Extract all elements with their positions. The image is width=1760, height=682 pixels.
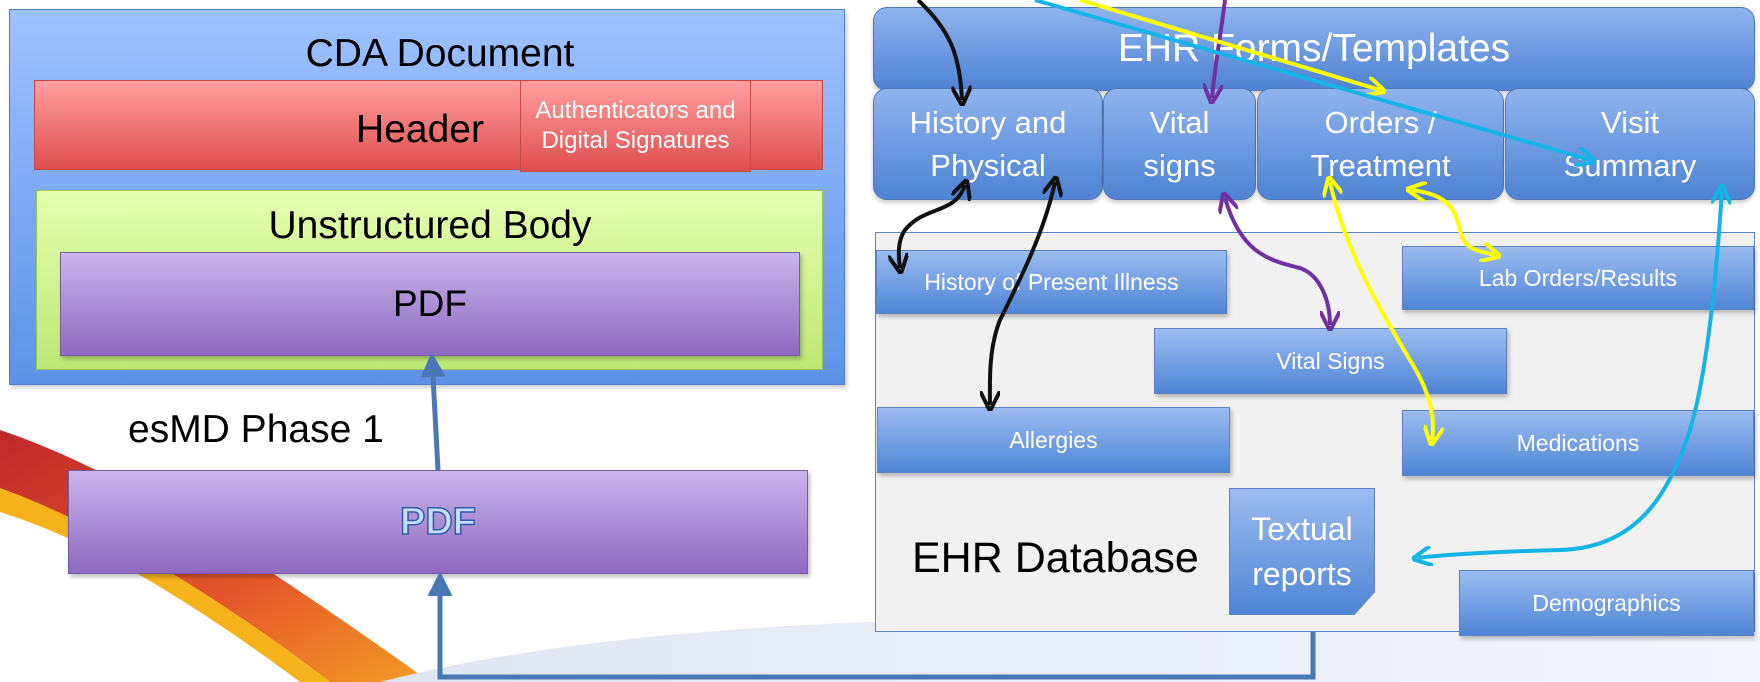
authenticators-box: Authenticators and Digital Signatures — [520, 80, 751, 172]
tab-vital-signs[interactable]: Vital signs — [1103, 88, 1256, 200]
phase-label: esMD Phase 1 — [128, 408, 384, 451]
record-medications[interactable]: Medications — [1402, 410, 1754, 476]
header-label: Header — [356, 108, 484, 151]
record-history-present-illness[interactable]: History of Present Illness — [876, 250, 1227, 314]
unstructured-body-label: Unstructured Body — [268, 204, 592, 247]
record-lab-orders[interactable]: Lab Orders/Results — [1402, 246, 1754, 310]
phase1-pdf-box: PDF — [68, 470, 808, 574]
record-demographics[interactable]: Demographics — [1459, 570, 1754, 636]
ehr-database-label: EHR Database — [912, 534, 1199, 582]
record-allergies[interactable]: Allergies — [877, 407, 1230, 473]
record-vital-signs[interactable]: Vital Signs — [1154, 328, 1507, 394]
tab-visit-summary[interactable]: Visit Summary — [1505, 88, 1755, 200]
record-textual-reports[interactable]: Textual reports — [1229, 488, 1375, 615]
ehr-forms-header: EHR Forms/Templates — [873, 7, 1755, 91]
cda-pdf-box: PDF — [60, 252, 800, 356]
tab-orders-treatment[interactable]: Orders / Treatment — [1257, 88, 1504, 200]
tab-history-physical[interactable]: History and Physical — [873, 88, 1103, 200]
cda-title: CDA Document — [305, 32, 575, 75]
phase1-pdf-label: PDF — [399, 500, 477, 544]
